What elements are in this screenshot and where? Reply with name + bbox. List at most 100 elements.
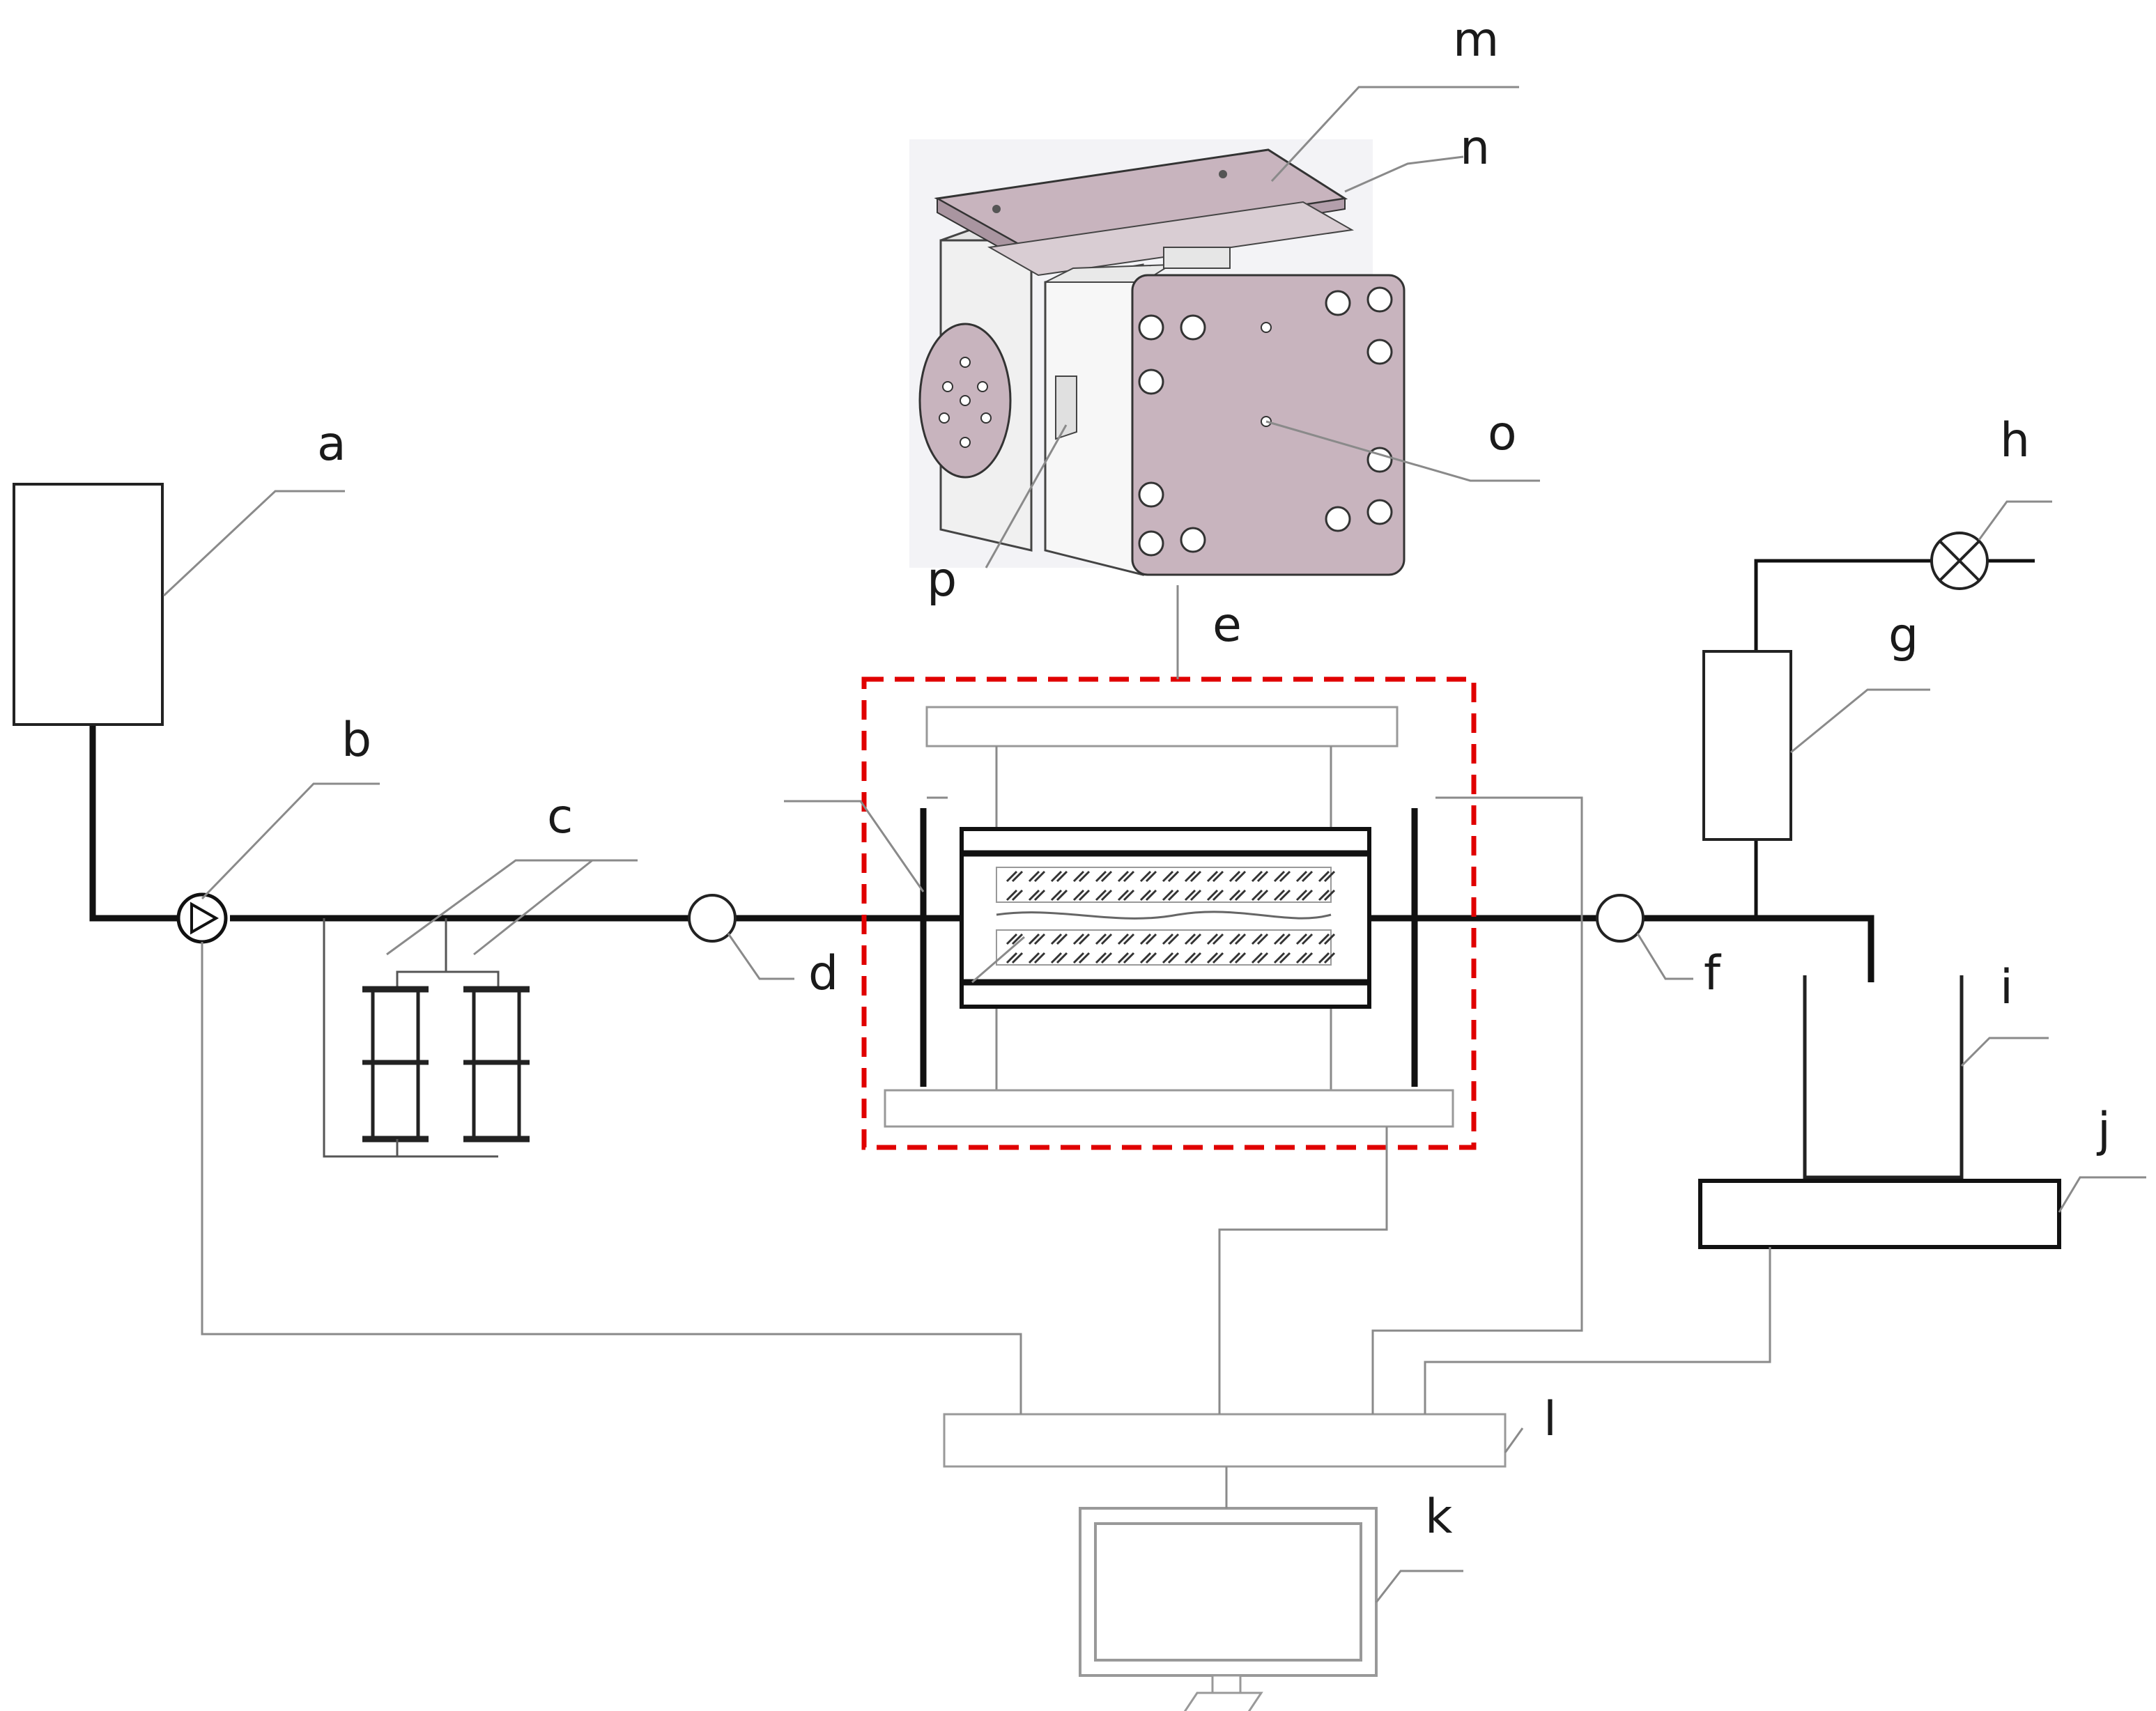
label-d: d bbox=[808, 946, 838, 1001]
hatch-stroke bbox=[1273, 889, 1291, 901]
hatch-stroke bbox=[1006, 889, 1024, 901]
signal-lines bbox=[201, 796, 1771, 1508]
hatch-stroke bbox=[1318, 889, 1336, 901]
top-clamp-plate bbox=[925, 706, 1399, 748]
top-port-opening bbox=[1163, 247, 1231, 269]
hatch-stroke bbox=[1295, 933, 1314, 945]
label-m: m bbox=[1453, 13, 1499, 68]
label-h: h bbox=[2000, 413, 2030, 468]
hatch-stroke bbox=[1139, 952, 1157, 964]
hatch-stroke bbox=[1006, 933, 1024, 945]
label-n: n bbox=[1460, 121, 1490, 176]
hatch-stroke bbox=[1050, 889, 1068, 901]
gasket-layer bbox=[987, 201, 1355, 277]
hatch-stroke bbox=[1229, 870, 1247, 883]
hatch-stroke bbox=[1251, 870, 1269, 883]
hatch-stroke bbox=[1117, 870, 1135, 883]
hatch-stroke bbox=[1072, 870, 1091, 883]
label-k: k bbox=[1425, 1489, 1453, 1544]
hatch-stroke bbox=[1095, 933, 1113, 945]
spacer-hatching bbox=[1006, 870, 1336, 964]
balance bbox=[1698, 1179, 2061, 1249]
hatch-stroke bbox=[1206, 933, 1224, 945]
hatch-stroke bbox=[1184, 933, 1202, 945]
hatch-stroke bbox=[1117, 952, 1135, 964]
hatch-stroke bbox=[1028, 952, 1046, 964]
label-j: j bbox=[2096, 1103, 2111, 1158]
computer bbox=[1079, 1507, 1378, 1711]
hatch-stroke bbox=[1028, 889, 1046, 901]
hatch-stroke bbox=[1162, 870, 1180, 883]
hatch-stroke bbox=[1251, 952, 1269, 964]
label-i: i bbox=[2000, 960, 2013, 1015]
hatch-stroke bbox=[1095, 952, 1113, 964]
hatch-stroke bbox=[1318, 933, 1336, 945]
hatch-stroke bbox=[1229, 889, 1247, 901]
hatch-stroke bbox=[1184, 889, 1202, 901]
membrane-line bbox=[996, 911, 1332, 920]
hatch-stroke bbox=[1229, 933, 1247, 945]
hatch-stroke bbox=[1162, 933, 1180, 945]
data-acquisition-unit bbox=[943, 1413, 1507, 1468]
hatch-stroke bbox=[1184, 870, 1202, 883]
front-plate-bolt-holes bbox=[1138, 286, 1393, 557]
back-pressure-regulator bbox=[1702, 650, 1792, 841]
hatch-stroke bbox=[1206, 889, 1224, 901]
label-l: l bbox=[1543, 1392, 1557, 1447]
flow-cell-highlight-frame bbox=[861, 676, 1477, 1150]
hatch-stroke bbox=[1273, 870, 1291, 883]
reservoir bbox=[13, 483, 164, 726]
hatch-stroke bbox=[1095, 870, 1113, 883]
hatch-stroke bbox=[1295, 870, 1314, 883]
bottom-clamp-plate bbox=[884, 1089, 1454, 1128]
hatch-stroke bbox=[1318, 952, 1336, 964]
hatch-stroke bbox=[1028, 870, 1046, 883]
hatch-stroke bbox=[1117, 889, 1135, 901]
label-c: c bbox=[547, 789, 573, 844]
slot-notch bbox=[1055, 376, 1077, 440]
hatch-stroke bbox=[1117, 933, 1135, 945]
label-a: a bbox=[317, 417, 346, 472]
hatch-stroke bbox=[1139, 933, 1157, 945]
hatch-stroke bbox=[1072, 889, 1091, 901]
hatch-stroke bbox=[1184, 952, 1202, 964]
hatch-stroke bbox=[1162, 889, 1180, 901]
flow-cell-3d-inset bbox=[909, 139, 1406, 576]
collection-beaker bbox=[1803, 975, 1964, 1179]
label-g: g bbox=[1888, 608, 1918, 663]
hatch-stroke bbox=[1295, 952, 1314, 964]
hatch-stroke bbox=[1006, 870, 1024, 883]
hatch-stroke bbox=[1095, 889, 1113, 901]
hatch-stroke bbox=[1295, 889, 1314, 901]
leader-lines bbox=[162, 86, 2146, 1603]
hatch-stroke bbox=[1139, 870, 1157, 883]
hatch-stroke bbox=[1050, 952, 1068, 964]
hatch-stroke bbox=[1006, 952, 1024, 964]
hatch-stroke bbox=[1206, 870, 1224, 883]
hatch-stroke bbox=[1162, 952, 1180, 964]
letter-labels: a b c d e f g h i j k l m n o p bbox=[317, 13, 2111, 1544]
hatch-stroke bbox=[1273, 952, 1291, 964]
flow-cell-assembly bbox=[861, 676, 1477, 1150]
label-e: e bbox=[1212, 598, 1242, 653]
hatch-stroke bbox=[1251, 889, 1269, 901]
upper-spacer-mesh bbox=[996, 867, 1332, 903]
label-p: p bbox=[927, 552, 957, 607]
hatch-stroke bbox=[1050, 870, 1068, 883]
small-port-hole bbox=[1261, 322, 1272, 333]
hatch-stroke bbox=[1050, 933, 1068, 945]
valve bbox=[1930, 532, 1989, 590]
label-f: f bbox=[1704, 946, 1722, 1001]
hatch-stroke bbox=[1251, 933, 1269, 945]
hatch-stroke bbox=[1318, 870, 1336, 883]
hatch-stroke bbox=[1072, 952, 1091, 964]
label-b: b bbox=[341, 713, 371, 768]
pump bbox=[176, 892, 228, 944]
label-o: o bbox=[1488, 406, 1517, 461]
outlet-pressure-sensor bbox=[1596, 894, 1645, 943]
hatch-stroke bbox=[1028, 933, 1046, 945]
hatch-stroke bbox=[1273, 933, 1291, 945]
lower-spacer-mesh bbox=[996, 929, 1332, 966]
hatch-stroke bbox=[1229, 952, 1247, 964]
